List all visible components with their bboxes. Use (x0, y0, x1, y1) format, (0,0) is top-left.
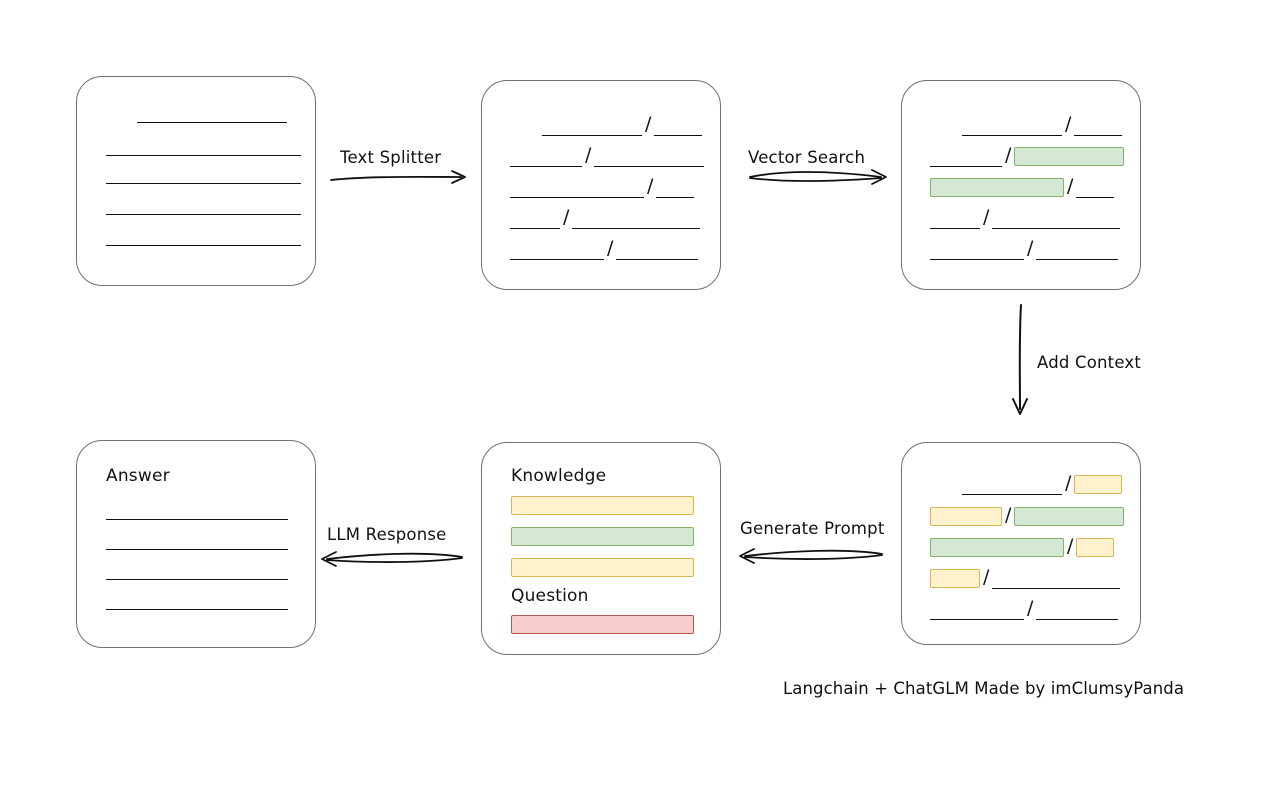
chunk-separator: / (1067, 174, 1074, 197)
answer-line (106, 519, 288, 520)
chunk-row: / (902, 473, 1140, 495)
chunk-row: / (902, 176, 1140, 198)
chunk-row: / (902, 145, 1140, 167)
chunk-segment-highlight-green (1014, 506, 1125, 526)
edge-label-text-splitter: Text Splitter (340, 148, 442, 167)
chunk-separator: / (1065, 112, 1072, 135)
chunk-segment-highlight-yellow (930, 568, 980, 588)
chunk-segment-highlight-green (930, 177, 1064, 197)
chunk-row: / (482, 238, 720, 260)
chunk-segment (510, 182, 644, 198)
knowledge-bar-yellow (511, 558, 694, 577)
answer-heading: Answer (106, 466, 170, 486)
chunk-segment (930, 604, 1024, 620)
chunk-row: / (902, 536, 1140, 558)
answer-line (106, 579, 288, 580)
chunk-segment (930, 213, 980, 229)
chunk-row: / (902, 598, 1140, 620)
chunk-row: / (902, 505, 1140, 527)
edge-label-generate-prompt: Generate Prompt (740, 519, 885, 538)
chunk-segment (594, 151, 705, 167)
chunk-separator: / (585, 143, 592, 166)
chunk-row: / (482, 145, 720, 167)
chunk-separator: / (1065, 471, 1072, 494)
chunk-separator: / (1027, 596, 1034, 619)
chunk-separator: / (983, 565, 990, 588)
chunk-separator: / (1027, 236, 1034, 259)
chunk-segment (1076, 182, 1115, 198)
chunk-row: / (482, 207, 720, 229)
box-source-document[interactable] (76, 76, 316, 286)
chunk-rows: / / / / / (902, 443, 1140, 644)
arrow-llm-response (321, 551, 463, 567)
answer-line (106, 549, 288, 550)
chunk-separator: / (983, 205, 990, 228)
box-split-chunks[interactable]: / / / / / (481, 80, 721, 290)
chunk-segment (572, 213, 701, 229)
box-matched-chunks[interactable]: / / / / / (901, 80, 1141, 290)
chunk-separator: / (645, 112, 652, 135)
chunk-segment (510, 213, 560, 229)
chunk-segment-highlight-yellow (1076, 537, 1115, 557)
chunk-segment (962, 120, 1062, 136)
chunk-row: / (902, 114, 1140, 136)
diagram-caption: Langchain + ChatGLM Made by imClumsyPand… (783, 679, 1185, 698)
question-bar-red (511, 615, 694, 634)
chunk-separator: / (563, 205, 570, 228)
chunk-segment-highlight-yellow (1074, 474, 1123, 494)
chunk-segment-highlight-green (1014, 146, 1125, 166)
prompt-question-heading: Question (511, 586, 589, 606)
chunk-segment-highlight-green (930, 537, 1064, 557)
chunk-segment (542, 120, 642, 136)
chunk-segment (992, 213, 1121, 229)
chunk-segment (1036, 244, 1119, 260)
prompt-knowledge-heading: Knowledge (511, 466, 607, 486)
chunk-segment (962, 479, 1062, 495)
chunk-segment (1036, 604, 1119, 620)
doc-line (106, 214, 301, 215)
chunk-row: / (902, 238, 1140, 260)
chunk-row: / (902, 207, 1140, 229)
chunk-segment (510, 244, 604, 260)
chunk-separator: / (1067, 534, 1074, 557)
chunk-segment (656, 182, 695, 198)
chunk-segment-highlight-yellow (930, 506, 1002, 526)
chunk-separator: / (647, 174, 654, 197)
chunk-separator: / (1005, 143, 1012, 166)
chunk-segment (930, 151, 1002, 167)
arrow-add-context (1012, 304, 1028, 415)
chunk-row: / (902, 567, 1140, 589)
chunk-separator: / (1005, 503, 1012, 526)
chunk-segment (1074, 120, 1123, 136)
chunk-segment (930, 244, 1024, 260)
box-prompt[interactable]: Knowledge Question (481, 442, 721, 655)
edge-label-vector-search: Vector Search (748, 148, 866, 167)
arrow-vector-search (749, 169, 887, 185)
arrow-generate-prompt (739, 548, 883, 564)
knowledge-bar-green (511, 527, 694, 546)
chunk-segment (992, 573, 1121, 589)
chunk-segment (616, 244, 699, 260)
arrow-text-splitter (330, 170, 466, 184)
box-context-chunks[interactable]: / / / / / (901, 442, 1141, 645)
chunk-segment (510, 151, 582, 167)
chunk-row: / (482, 114, 720, 136)
chunk-rows: / / / / / (482, 81, 720, 289)
doc-line (106, 245, 301, 246)
box-answer[interactable]: Answer (76, 440, 316, 648)
doc-line (106, 155, 301, 156)
chunk-row: / (482, 176, 720, 198)
answer-line (106, 609, 288, 610)
doc-line (106, 183, 301, 184)
edge-label-add-context: Add Context (1037, 353, 1142, 372)
edge-label-llm-response: LLM Response (327, 525, 447, 544)
doc-line (137, 122, 287, 123)
chunk-rows: / / / / / (902, 81, 1140, 289)
knowledge-bar-yellow (511, 496, 694, 515)
chunk-segment (654, 120, 703, 136)
chunk-separator: / (607, 236, 614, 259)
